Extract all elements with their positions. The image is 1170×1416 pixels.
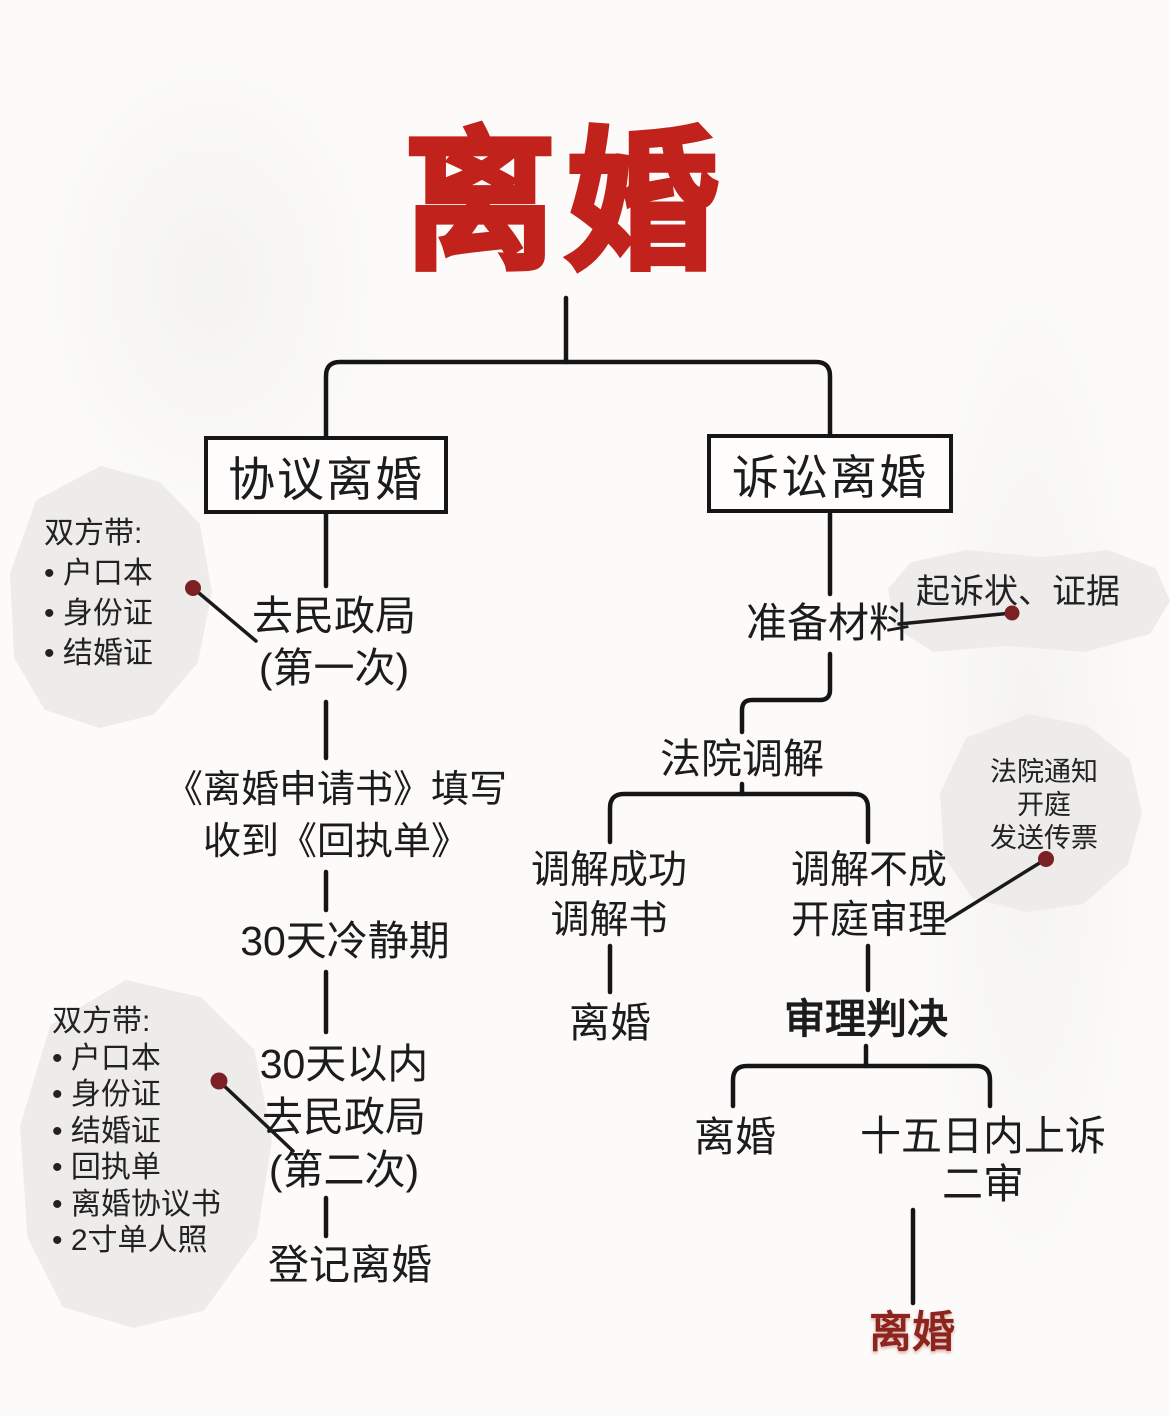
cloud-court-notice bbox=[940, 714, 1142, 912]
cloud-court-notice-text: 法院通知 开庭 发送传票 bbox=[990, 756, 1098, 855]
step-mediation-fail-line2: 开庭审理 bbox=[790, 899, 948, 942]
branch-box-litigation-label: 诉讼离婚 bbox=[732, 451, 928, 504]
annotation-dot-lawsuit-docs bbox=[1004, 605, 1020, 621]
cloud-first-visit-docs bbox=[10, 466, 212, 728]
judgment-split-connector bbox=[730, 1063, 993, 1109]
cloud-court-notice-line3: 发送传票 bbox=[990, 823, 1098, 853]
annotation-line-second-visit bbox=[217, 1079, 295, 1153]
litigation-elbow-line bbox=[739, 651, 833, 735]
step-appeal-line1: 十五日内上诉 bbox=[860, 1113, 1106, 1159]
cloud-second-visit-item: • 结婚证 bbox=[52, 1114, 161, 1148]
step-mediation-fail: 调解不成 开庭审理 bbox=[791, 846, 947, 946]
cloud-lawsuit-docs bbox=[888, 550, 1170, 652]
step-cooling-period: 30天冷静期 bbox=[240, 918, 450, 964]
mediation-split-connector bbox=[607, 791, 871, 845]
step-application-form: 《离婚申请书》填写 收到《回执单》 bbox=[165, 764, 507, 868]
annotation-line-lawsuit-docs bbox=[897, 611, 1014, 626]
branch-box-agreement: 协议离婚 bbox=[204, 436, 448, 514]
step-register-divorce: 登记离婚 bbox=[268, 1242, 432, 1288]
cloud-court-notice-line2: 开庭 bbox=[1017, 790, 1071, 820]
annotation-dot-first-visit bbox=[185, 580, 201, 596]
cloud-first-visit-item: • 结婚证 bbox=[44, 637, 153, 670]
step-court-mediation: 法院调解 bbox=[660, 736, 824, 782]
step-application-form-line1: 《离婚申请书》填写 bbox=[164, 769, 508, 811]
step-civil-affairs-first-line1: 去民政局 bbox=[252, 593, 416, 639]
step-mediation-success-line1: 调解成功 bbox=[530, 849, 688, 892]
step-prepare-materials: 准备材料 bbox=[746, 600, 910, 646]
step-application-form-line2: 收到《回执单》 bbox=[202, 821, 470, 863]
annotation-dot-second-visit bbox=[210, 1072, 228, 1090]
cloud-first-visit-item: • 身份证 bbox=[44, 597, 153, 630]
step-civil-affairs-second: 30天以内 去民政局 (第二次) bbox=[260, 1038, 429, 1197]
step-civil-affairs-second-line3: (第二次) bbox=[268, 1147, 420, 1193]
step-appeal-line2: 二审 bbox=[942, 1161, 1024, 1207]
cloud-second-visit-item: • 2寸单人照 bbox=[52, 1224, 208, 1257]
step-mediation-success: 调解成功 调解书 bbox=[531, 846, 687, 946]
cloud-first-visit-item: • 户口本 bbox=[44, 557, 153, 590]
annotation-dot-court-notice bbox=[1038, 851, 1054, 867]
step-mediation-success-line2: 调解书 bbox=[550, 899, 668, 942]
result-mediation-divorce: 离婚 bbox=[569, 1000, 651, 1046]
step-civil-affairs-first-line2: (第一次) bbox=[258, 645, 410, 691]
cloud-second-visit-item: • 回执单 bbox=[52, 1151, 161, 1184]
step-civil-affairs-second-line2: 去民政局 bbox=[261, 1094, 426, 1140]
step-appeal-second-instance: 十五日内上诉 二审 bbox=[860, 1112, 1106, 1208]
cloud-lawsuit-docs-text: 起诉状、证据 bbox=[916, 573, 1120, 611]
cloud-first-visit-heading: 双方带: bbox=[44, 517, 143, 550]
branch-box-agreement-label: 协议离婚 bbox=[228, 452, 424, 506]
result-final-divorce: 离婚 bbox=[869, 1309, 955, 1357]
branch-box-litigation: 诉讼离婚 bbox=[707, 434, 953, 513]
annotation-line-first-visit bbox=[191, 586, 258, 643]
cloud-first-visit-text: 双方带: • 户口本 • 身份证 • 结婚证 bbox=[44, 514, 153, 674]
top-split-connector bbox=[323, 359, 833, 443]
cloud-second-visit-item: • 离婚协议书 bbox=[52, 1187, 221, 1221]
step-trial-judgment: 审理判决 bbox=[784, 996, 948, 1042]
step-civil-affairs-second-line1: 30天以内 bbox=[259, 1041, 429, 1087]
cloud-second-visit-item: • 户口本 bbox=[52, 1041, 161, 1075]
cloud-second-visit-heading: 双方带: bbox=[52, 1005, 151, 1038]
result-judgment-divorce: 离婚 bbox=[694, 1114, 776, 1160]
cloud-second-visit-docs bbox=[20, 980, 272, 1328]
step-mediation-fail-line1: 调解不成 bbox=[790, 849, 948, 892]
step-civil-affairs-first: 去民政局 (第一次) bbox=[252, 590, 416, 694]
cloud-second-visit-item: • 身份证 bbox=[52, 1078, 161, 1111]
annotation-line-court-notice bbox=[944, 857, 1048, 923]
cloud-court-notice-line1: 法院通知 bbox=[990, 757, 1098, 787]
page-title: 离婚 bbox=[402, 115, 728, 290]
cloud-second-visit-text: 双方带: • 户口本 • 身份证 • 结婚证 • 回执单 • 离婚协议书 • 2… bbox=[52, 1004, 221, 1260]
